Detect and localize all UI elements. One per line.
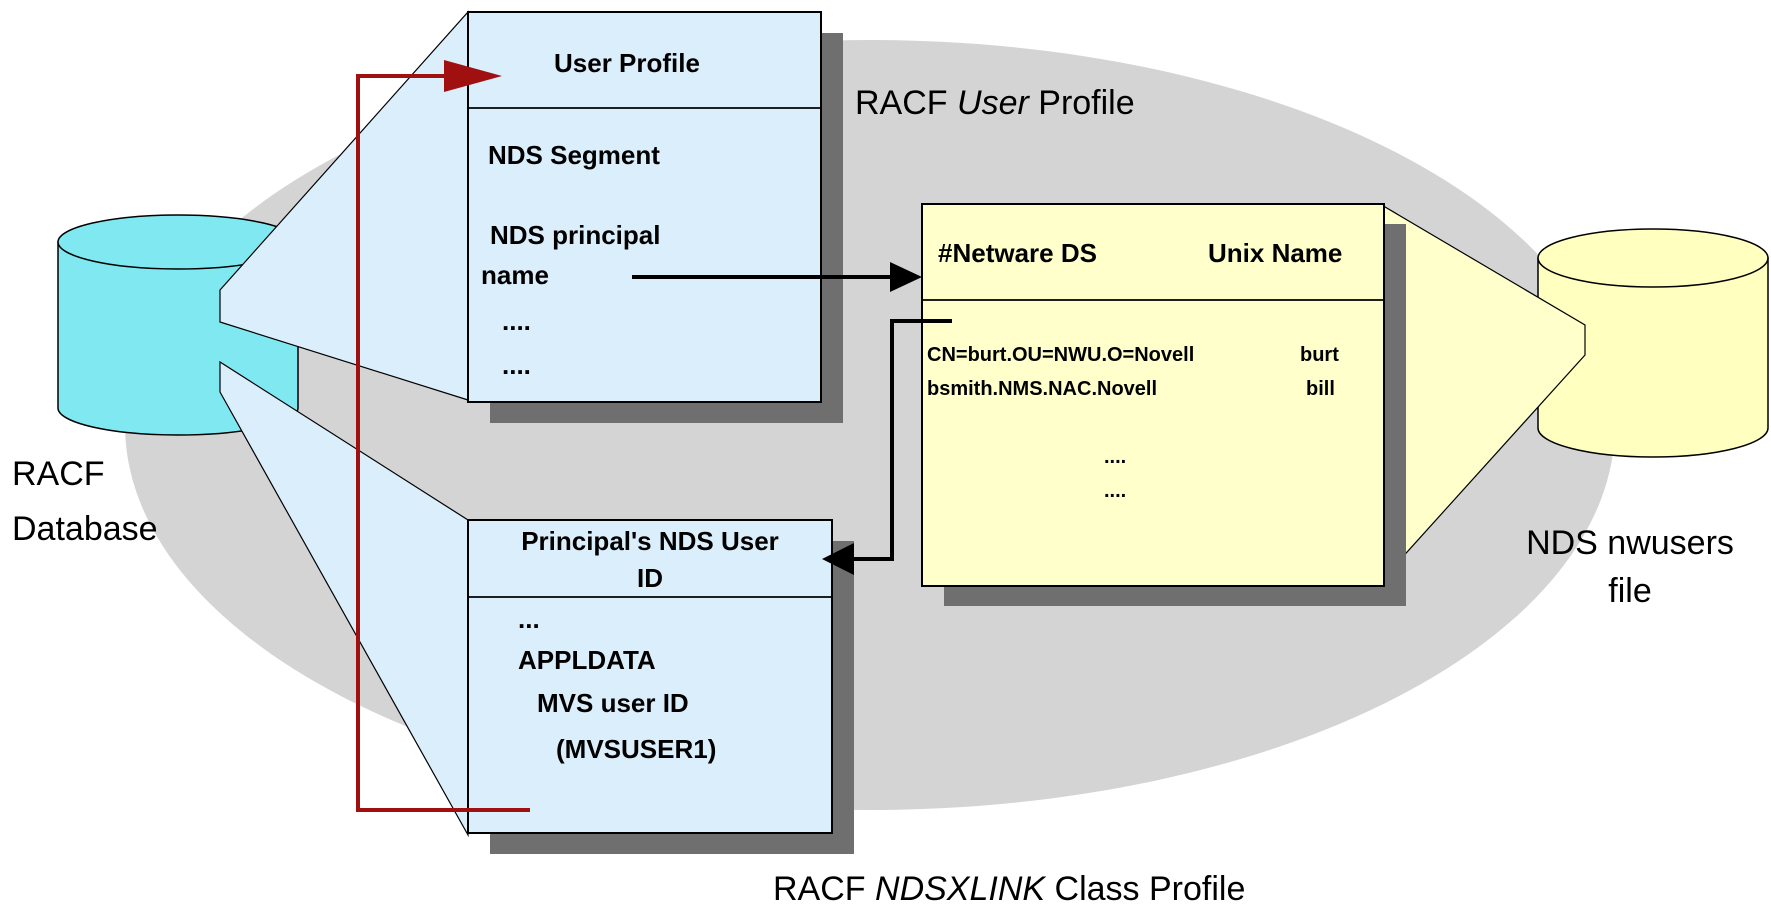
racf-user-profile-label: RACF User Profile: [855, 84, 1135, 123]
principal-title-line2: ID: [637, 563, 663, 593]
table-row-1-unix: burt: [1300, 344, 1339, 366]
label-italic: NDSXLINK: [875, 870, 1046, 908]
principal-box: [467, 519, 833, 834]
principal-dots: ...: [518, 604, 540, 634]
nwusers-file-cylinder: [1537, 228, 1769, 458]
table-row-2-unix: bill: [1306, 378, 1335, 400]
red-arrowhead: [444, 60, 502, 92]
ndsxlink-label: RACF NDSXLINK Class Profile: [773, 870, 1245, 909]
label-prefix: RACF: [773, 870, 866, 908]
nds-user-id-arrow: [850, 319, 952, 561]
table-dots1: ....: [1104, 446, 1127, 468]
mvs-user-id-value: (MVSUSER1): [556, 734, 717, 764]
user-profile-box: [467, 11, 822, 403]
label-prefix: RACF: [855, 84, 948, 122]
user-profile-dots2: ....: [502, 350, 531, 380]
unix-name-header: Unix Name: [1208, 238, 1343, 268]
netware-ds-header: #Netware DS: [938, 238, 1097, 268]
nwusers-label-line1: NDS nwusers: [1526, 524, 1734, 562]
mvs-user-link-arrow: [356, 74, 530, 812]
label-suffix: Class Profile: [1054, 870, 1246, 908]
user-profile-title: User Profile: [554, 48, 700, 78]
nds-segment-label: NDS Segment: [488, 140, 660, 170]
nds-user-id-arrowhead: [822, 543, 854, 575]
racf-database-label-line2: Database: [12, 510, 158, 548]
appldata-label: APPLDATA: [518, 645, 656, 675]
label-italic: User: [957, 84, 1029, 122]
table-row-2-ds: bsmith.NMS.NAC.Novell: [927, 378, 1158, 400]
nds-principal-label-line1: NDS principal: [490, 220, 661, 250]
nwusers-table-box: [921, 203, 1385, 587]
ndsxlink-callout: [219, 360, 469, 838]
nds-principal-label-line2: name: [481, 260, 549, 290]
nwusers-label-line2: file: [1608, 572, 1652, 610]
principal-title-line1: Principal's NDS User: [521, 526, 779, 556]
table-dots2: ....: [1104, 480, 1127, 502]
mvs-user-id-label: MVS user ID: [537, 688, 689, 718]
label-suffix: Profile: [1038, 84, 1135, 122]
table-row-1-ds: CN=burt.OU=NWU.O=Novell: [927, 344, 1195, 366]
principal-name-arrowhead: [890, 262, 922, 292]
user-profile-dots1: ....: [502, 306, 531, 336]
racf-database-label-line1: RACF: [12, 455, 105, 493]
